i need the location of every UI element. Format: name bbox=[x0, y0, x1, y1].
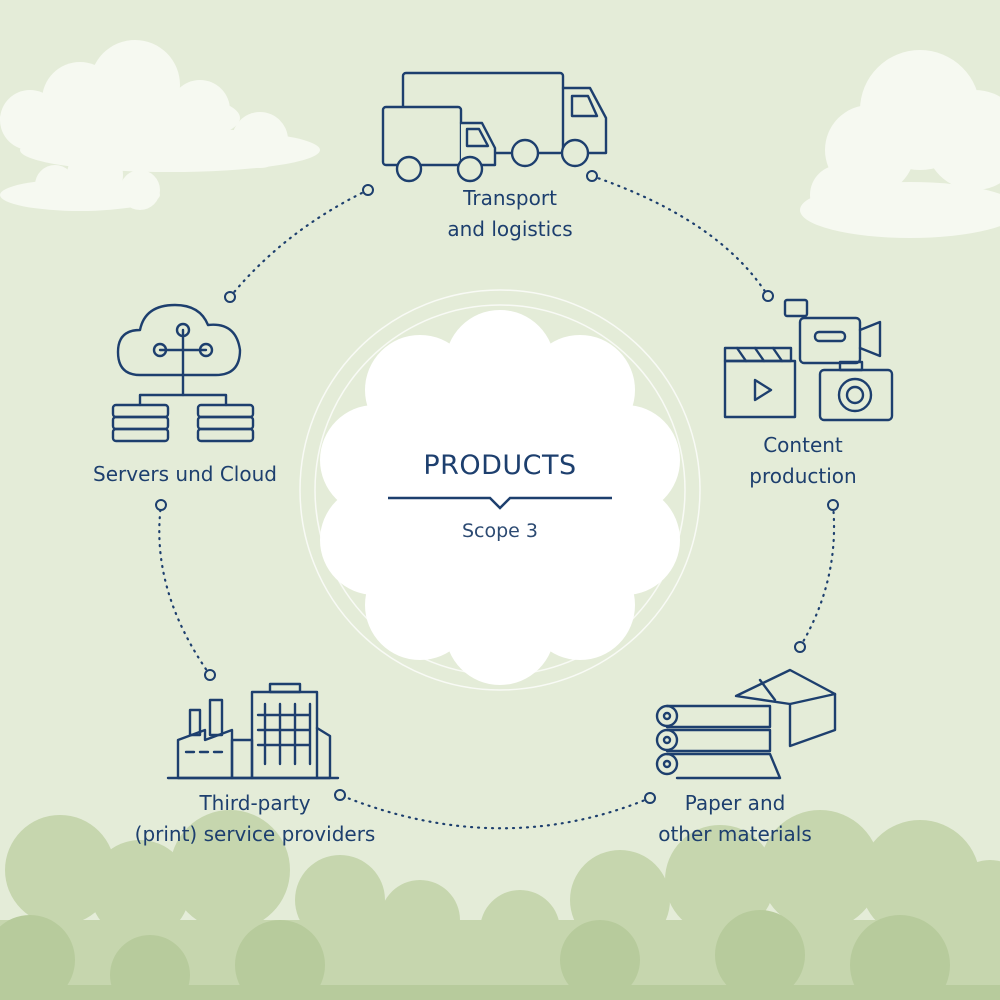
camera-clapperboard-icon bbox=[723, 298, 894, 422]
cloud-left-small bbox=[0, 147, 160, 211]
label-paper-line2: other materials bbox=[658, 822, 812, 846]
label-servers: Servers und Cloud bbox=[70, 459, 300, 490]
dotted-connectors bbox=[158, 174, 836, 830]
connector-paper-providers bbox=[338, 793, 652, 830]
label-servers-line1: Servers und Cloud bbox=[93, 462, 277, 486]
label-providers-line1: Third-party bbox=[199, 791, 311, 815]
title-underline bbox=[388, 496, 612, 510]
truck-icon bbox=[381, 71, 608, 183]
connector-cloud-transport bbox=[228, 188, 370, 299]
center-subtitle: Scope 3 bbox=[461, 520, 538, 542]
tree-line-front bbox=[0, 910, 1000, 1000]
center-cloud bbox=[320, 310, 680, 685]
connector-providers-cloud bbox=[158, 503, 212, 677]
label-providers: Third-party (print) service providers bbox=[110, 788, 400, 850]
label-transport: Transport and logistics bbox=[410, 183, 610, 245]
label-transport-line1: Transport bbox=[463, 186, 557, 210]
label-providers-line2: (print) service providers bbox=[134, 822, 376, 846]
label-content-line1: Content bbox=[763, 433, 843, 457]
label-paper-line1: Paper and bbox=[684, 791, 786, 815]
cloud-right bbox=[800, 50, 1000, 238]
connector-endpoints bbox=[155, 170, 839, 804]
label-content: Content production bbox=[718, 430, 888, 492]
connector-transport-content bbox=[590, 174, 770, 298]
label-paper: Paper and other materials bbox=[640, 788, 830, 850]
background-clouds bbox=[0, 40, 1000, 238]
factory-building-icon bbox=[166, 682, 340, 780]
paper-rolls-box-icon bbox=[655, 668, 837, 780]
label-content-line2: production bbox=[749, 464, 857, 488]
cloud-server-icon bbox=[111, 303, 255, 443]
label-transport-line2: and logistics bbox=[447, 217, 573, 241]
center-title: PRODUCTS bbox=[423, 450, 577, 481]
